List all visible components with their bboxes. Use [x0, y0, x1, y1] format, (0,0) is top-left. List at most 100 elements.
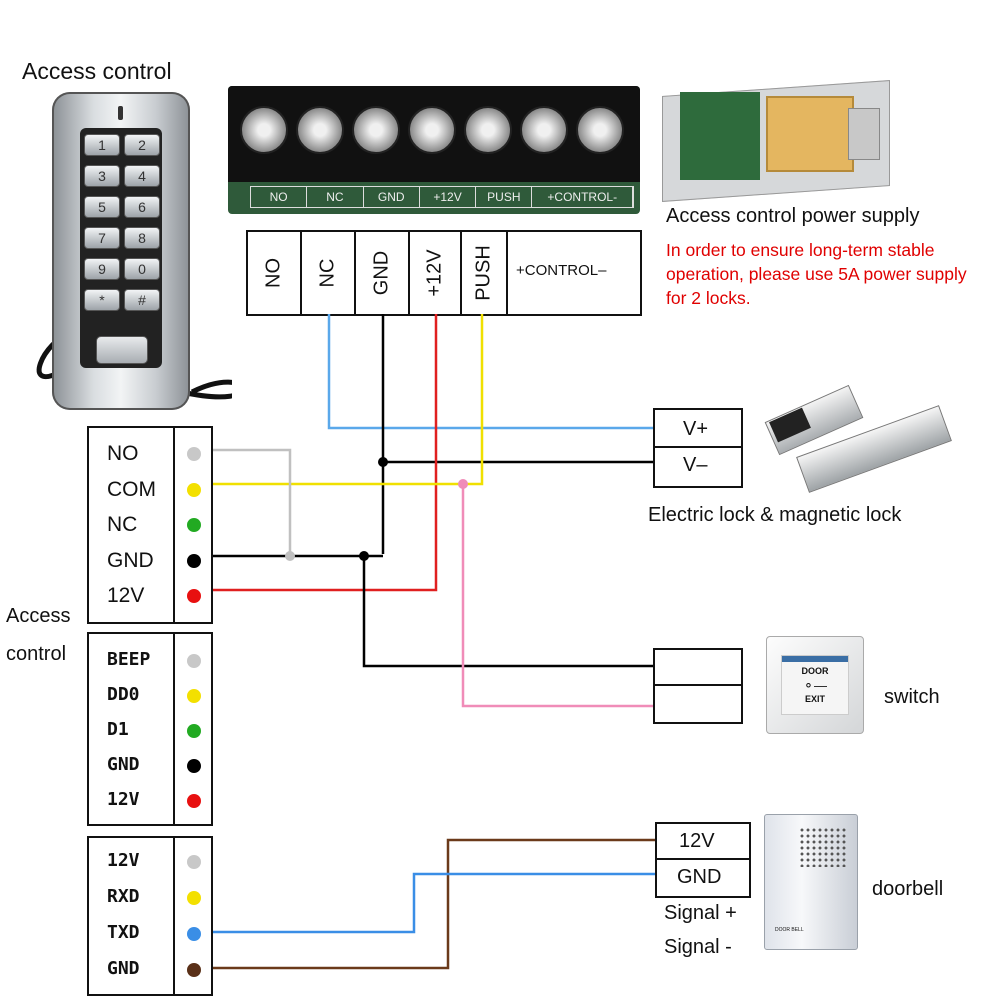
- pin-color-dot: [187, 855, 201, 869]
- psu-board-label: GND: [364, 187, 420, 207]
- controller-label-line1: Access: [6, 605, 71, 627]
- psu-terminal-no: NO: [248, 232, 302, 314]
- pin-color-dot: [187, 963, 201, 977]
- terminal-screw-icon: [352, 106, 400, 154]
- psu-unit-photo: [662, 78, 892, 202]
- psu-board-label: PUSH: [476, 187, 533, 207]
- psu-board-label: NC: [307, 187, 364, 207]
- controller-pin-label: D1: [107, 719, 129, 740]
- pin-color-dot: [187, 482, 201, 497]
- controller-pin-label: GND: [107, 548, 154, 572]
- exit-switch-image: DOOR ⚬— EXIT: [766, 636, 864, 734]
- controller-pin-label: 12V: [107, 789, 140, 810]
- switch-terminal-block: [653, 648, 743, 724]
- keypad-key[interactable]: 1: [84, 134, 120, 156]
- keypad-key[interactable]: *: [84, 289, 120, 311]
- junction-dot: [285, 551, 295, 561]
- lock-terminal-vplus: V+: [683, 418, 709, 440]
- terminal-screw-icon: [464, 106, 512, 154]
- pin-color-dot: [187, 447, 201, 461]
- pin-color-dot: [187, 654, 201, 668]
- key-icon: ⚬—: [803, 678, 827, 693]
- psu-terminal-12v: +12V: [410, 232, 462, 314]
- doorbell-image: DOOR BELL: [764, 814, 858, 950]
- keypad-key[interactable]: 7: [84, 227, 120, 249]
- junction-dot: [458, 479, 468, 489]
- psu-terminal-strip: NO NC GND +12V PUSH +CONTROL–: [246, 230, 642, 316]
- wire-controller-no: [205, 448, 292, 556]
- psu-title: Access control power supply: [666, 205, 920, 227]
- wire-nc-to-lock-vplus: [327, 314, 655, 430]
- switch-caption: switch: [884, 686, 940, 708]
- keypad-key[interactable]: #: [124, 289, 160, 311]
- keypad-key[interactable]: 6: [124, 196, 160, 218]
- controller-pin-label: RXD: [107, 886, 140, 907]
- lock-caption: Electric lock & magnetic lock: [648, 504, 902, 526]
- controller-pin-label: GND: [107, 754, 140, 775]
- wire-txd-to-doorbell: [205, 872, 657, 934]
- junction-dot: [378, 457, 388, 467]
- wire-gnd-to-doorbell: [205, 838, 657, 970]
- doorbell-caption: doorbell: [872, 878, 944, 900]
- keypad-key[interactable]: 3: [84, 165, 120, 187]
- doorbell-signal-plus: Signal +: [664, 902, 737, 924]
- terminal-screw-icon: [408, 106, 456, 154]
- controller-pin-label: COM: [107, 477, 156, 501]
- pin-color-dot: [187, 891, 201, 905]
- controller-pin-label: NC: [107, 513, 138, 536]
- controller-pin-label: BEEP: [107, 649, 151, 670]
- controller-group-serial: 12V RXD TXD GND: [87, 836, 213, 996]
- terminal-screw-icon: [240, 106, 288, 154]
- keypad-key[interactable]: 4: [124, 165, 160, 187]
- pin-color-dot: [187, 518, 201, 532]
- lock-terminal-vminus: V–: [683, 454, 708, 476]
- controller-pin-label: GND: [107, 958, 140, 979]
- keypad-title: Access control: [22, 58, 172, 84]
- controller-pin-label: DD0: [107, 684, 140, 705]
- psu-board-label: NO: [251, 187, 308, 207]
- controller-label-line2: control: [6, 643, 67, 665]
- wire-gnd-to-switch: [362, 556, 655, 668]
- terminal-screw-icon: [520, 106, 568, 154]
- wire-12v: [205, 314, 438, 592]
- psu-terminal-gnd: GND: [356, 232, 410, 314]
- magnetic-lock-image: [758, 372, 958, 493]
- pin-color-dot: [187, 794, 201, 808]
- exit-switch-text-door: DOOR: [801, 666, 829, 676]
- doorbell-signal-minus: Signal -: [664, 936, 732, 958]
- keypad-key[interactable]: 0: [124, 258, 160, 280]
- doorbell-terminal-12v: 12V: [679, 830, 715, 852]
- pin-color-dot: [187, 759, 201, 773]
- controller-pin-label: 12V: [107, 850, 140, 871]
- keypad-key[interactable]: 2: [124, 134, 160, 156]
- psu-note: In order to ensure long-term stable oper…: [666, 240, 967, 308]
- lock-terminal-block: V+ V–: [653, 408, 743, 488]
- controller-pin-label: 12V: [107, 584, 145, 607]
- junction-dot: [359, 551, 369, 561]
- psu-terminal-control: +CONTROL–: [516, 262, 607, 279]
- keypad-key[interactable]: 5: [84, 196, 120, 218]
- terminal-screw-icon: [296, 106, 344, 154]
- doorbell-device-text: DOOR BELL: [775, 927, 804, 933]
- exit-switch-text-exit: EXIT: [804, 694, 825, 704]
- doorbell-terminal-block: 12V GND: [655, 822, 751, 898]
- wire-push-to-switch: [461, 484, 655, 708]
- pin-color-dot: [187, 724, 201, 738]
- wire-push-to-com: [205, 314, 484, 486]
- psu-terminal-nc: NC: [302, 232, 356, 314]
- pin-color-dot: [187, 689, 201, 703]
- keypad-bell-key[interactable]: [96, 336, 148, 364]
- pin-color-dot: [187, 589, 201, 603]
- controller-pin-label: TXD: [107, 922, 140, 943]
- keypad-key[interactable]: 9: [84, 258, 120, 280]
- doorbell-terminal-gnd: GND: [677, 866, 722, 888]
- keypad-key[interactable]: 8: [124, 227, 160, 249]
- psu-board-label: +CONTROL-: [532, 187, 634, 207]
